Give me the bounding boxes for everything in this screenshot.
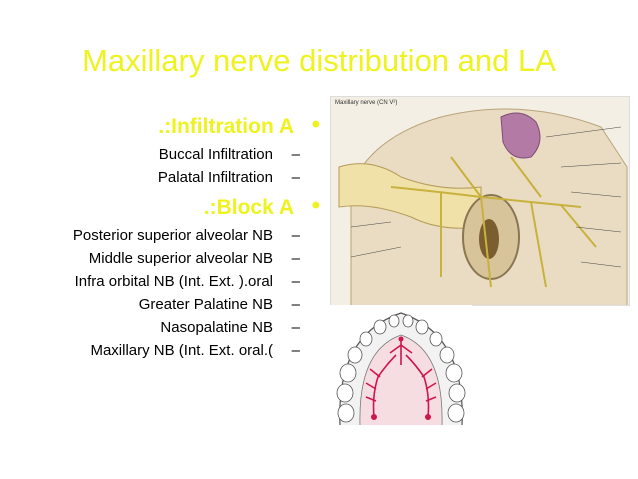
list-item: – Buccal Infiltration xyxy=(158,146,300,163)
list-item: – ).Maxillary NB (Int. Ext. oral xyxy=(90,342,300,359)
list-item: – Infra orbital NB (Int. Ext. ).oral xyxy=(74,273,300,290)
figure-caption: Maxillary nerve (CN V²) xyxy=(335,100,398,106)
dash-icon: – xyxy=(291,319,300,336)
list-item: – Greater Palatine NB xyxy=(138,296,300,313)
list-item: – Palatal Infiltration xyxy=(157,169,300,186)
maxillary-nerve-illustration: Maxillary nerve (CN V²) xyxy=(330,96,630,308)
section-heading-block: • .:Block A xyxy=(203,192,320,220)
palate-nerve-illustration xyxy=(330,305,472,431)
bullet-icon: • xyxy=(311,111,320,138)
dash-icon: – xyxy=(291,227,300,244)
slide-title: Maxillary nerve distribution and LA xyxy=(82,43,556,78)
palate-teeth-illustration xyxy=(336,312,466,426)
dash-icon: – xyxy=(291,273,300,290)
list-item: – Nasopalatine NB xyxy=(160,319,300,336)
dash-icon: – xyxy=(291,250,300,267)
dash-icon: – xyxy=(291,146,300,163)
dash-icon: – xyxy=(291,342,300,359)
skull-anatomy-illustration xyxy=(331,97,629,308)
section-heading-infiltration: • .:Infiltration A xyxy=(158,111,320,139)
dash-icon: – xyxy=(291,169,300,186)
dash-icon: – xyxy=(291,296,300,313)
bullet-list: • .:Infiltration A – Buccal Infiltration… xyxy=(10,111,320,365)
list-item: – Posterior superior alveolar NB xyxy=(72,227,300,244)
bullet-icon: • xyxy=(311,192,320,219)
list-item: – Middle superior alveolar NB xyxy=(88,250,300,267)
